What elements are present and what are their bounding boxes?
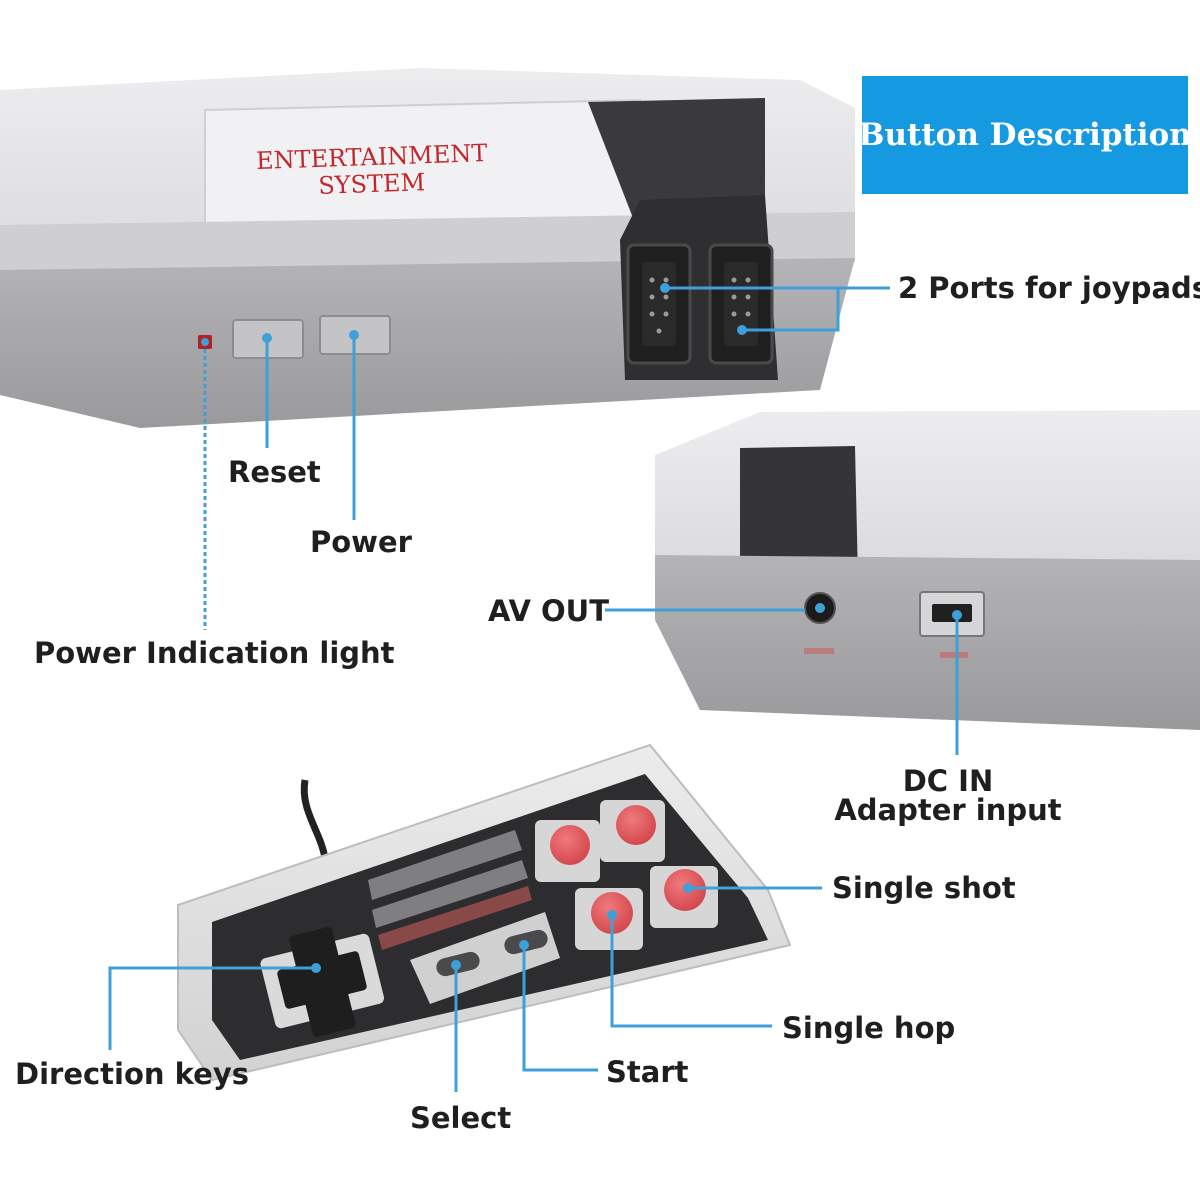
label-direction-keys: Direction keys [15, 1057, 249, 1091]
dc-port-marking [940, 652, 968, 658]
label-adapter-input: Adapter input [834, 793, 1061, 827]
controller-port-1 [626, 243, 692, 365]
leader-joypad-2 [742, 288, 840, 332]
title-text: Button Description [858, 117, 1192, 153]
leader-lines [108, 286, 959, 1092]
controller-port-2 [708, 243, 774, 365]
label-single-hop: Single hop [782, 1011, 955, 1045]
label-joypad-ports: 2 Ports for joypads [898, 271, 1200, 305]
label-power-light: Power Indication light [34, 636, 395, 670]
console-back-view [655, 410, 1200, 730]
turbo-b-button[interactable] [550, 825, 590, 865]
leader-direction-keys [108, 966, 316, 1050]
console-front-view: ENTERTAINMENT SYSTEM [0, 68, 855, 428]
label-start: Start [606, 1055, 689, 1089]
label-power: Power [310, 525, 413, 559]
faceplate-stripe-1 [368, 830, 522, 900]
av-port-marking [804, 648, 834, 654]
select-start-label-strip [378, 886, 532, 950]
direction-pad[interactable] [256, 918, 390, 1046]
label-dc-in: DC IN [903, 764, 994, 798]
console-back-face [655, 555, 1200, 730]
label-single-shot: Single shot [832, 871, 1016, 905]
leader-single-hop [610, 915, 772, 1028]
controller-cable [300, 779, 329, 859]
leader-dots [201, 283, 962, 973]
label-reset: Reset [228, 455, 321, 489]
console-back-top [655, 410, 1200, 560]
turbo-a-button[interactable] [616, 805, 656, 845]
back-port-column [740, 446, 858, 580]
label-av-out: AV OUT [488, 594, 609, 628]
leader-start [522, 945, 598, 1072]
controller [177, 743, 792, 1082]
label-select: Select [410, 1101, 511, 1135]
console-text-line2: SYSTEM [318, 168, 426, 200]
faceplate-stripe-2 [372, 860, 528, 928]
title-banner: Button Description [858, 76, 1192, 194]
